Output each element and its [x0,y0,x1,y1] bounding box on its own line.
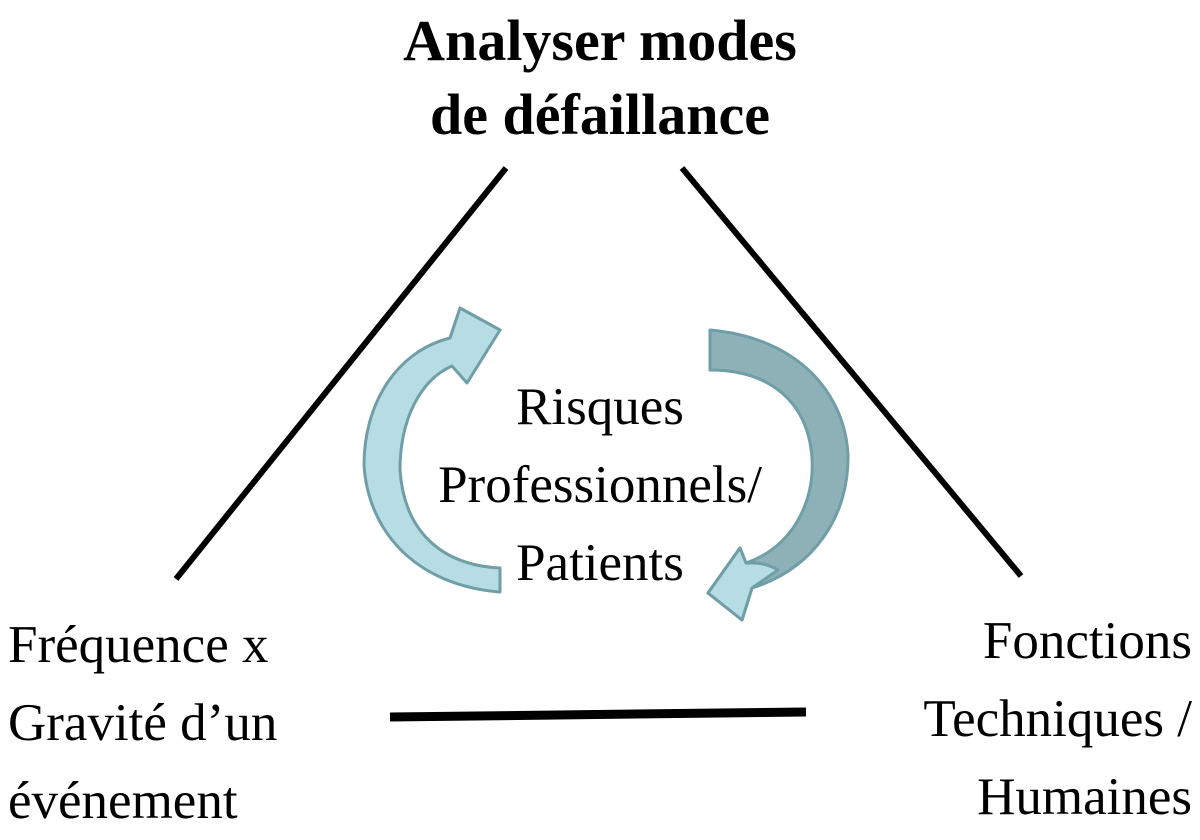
right-vertex-label: Fonctions Techniques / Humaines [800,602,1192,836]
edge-left [173,166,509,581]
right-label-line-1: Fonctions [982,612,1192,670]
top-label-line-2: de défaillance [430,82,770,147]
center-label-line-3: Patients [516,534,684,592]
center-label: Risques Professionnels/ Patients [380,368,820,602]
center-label-line-1: Risques [516,378,684,436]
cycle-arrow-left [362,306,502,594]
center-label-line-2: Professionnels/ [438,456,762,514]
edge-bottom [389,707,807,722]
left-vertex-label: Fréquence x Gravité d’un événement [8,606,408,840]
edge-right [679,166,1024,578]
cycle-arrow-right-head [706,546,780,622]
right-label-line-2: Techniques / [923,690,1192,748]
top-label-line-1: Analyser modes [403,8,797,73]
right-label-line-3: Humaines [977,768,1192,826]
left-label-line-1: Fréquence x [8,616,269,674]
left-label-line-2: Gravité d’un [8,694,278,752]
top-vertex-label: Analyser modes de défaillance [300,4,900,152]
left-label-line-3: événement [8,772,238,830]
